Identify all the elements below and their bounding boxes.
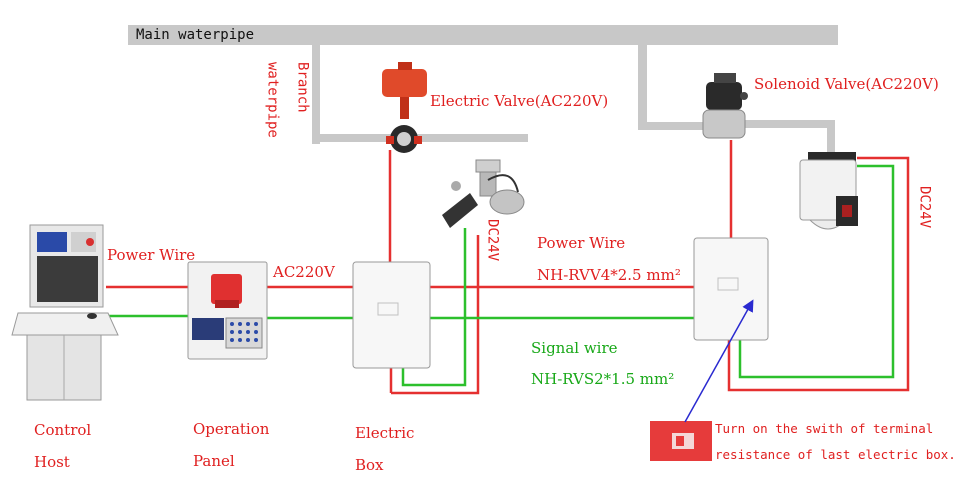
main-waterpipe-label: Main waterpipe (136, 27, 255, 43)
electric-box-label-line1: Electric (355, 424, 415, 442)
power-wire-right-label: Power Wire (537, 234, 626, 252)
pump-actuator (799, 152, 858, 230)
operation-panel-label-line2: Panel (193, 452, 235, 470)
branch-label-line1: Branch (294, 62, 311, 113)
dc24v-right-label: DC24V (916, 186, 933, 229)
signal-wires (106, 164, 895, 387)
terminal-note-line1: Turn on the swith of terminal (715, 421, 934, 436)
dc24v-left-label: DC24V (484, 219, 501, 262)
power-wire-left-label: Power Wire (107, 246, 196, 264)
control-host-device (11, 224, 119, 401)
electric-box-1 (352, 261, 431, 369)
operation-panel-device (187, 261, 268, 360)
power-wires (106, 140, 910, 395)
electric-valve (382, 62, 427, 153)
power-wire-spec-label: NH-RVV4*2.5 mm² (537, 266, 681, 284)
main-waterpipe (128, 25, 838, 45)
signal-wire-label: Signal wire (531, 339, 618, 357)
electric-valve-label: Electric Valve(AC220V) (430, 92, 609, 110)
solenoid-valve (702, 73, 748, 139)
electric-box-2 (693, 237, 769, 341)
flow-valve (442, 159, 525, 228)
pointer-arrow (684, 299, 754, 423)
terminal-switch-photo (650, 421, 712, 461)
ac220v-label: AC220V (273, 263, 335, 281)
control-host-label-line2: Host (34, 453, 70, 471)
solenoid-valve-label: Solenoid Valve(AC220V) (754, 75, 939, 93)
electric-box-label-line2: Box (355, 456, 384, 474)
terminal-note-line2: resistance of last electric box. (715, 447, 956, 462)
control-host-label-line1: Control (34, 421, 92, 439)
operation-panel-label-line1: Operation (193, 420, 270, 438)
branch-label-line2: waterpipe (264, 62, 281, 138)
signal-wire-spec-label: NH-RVS2*1.5 mm² (531, 370, 675, 388)
